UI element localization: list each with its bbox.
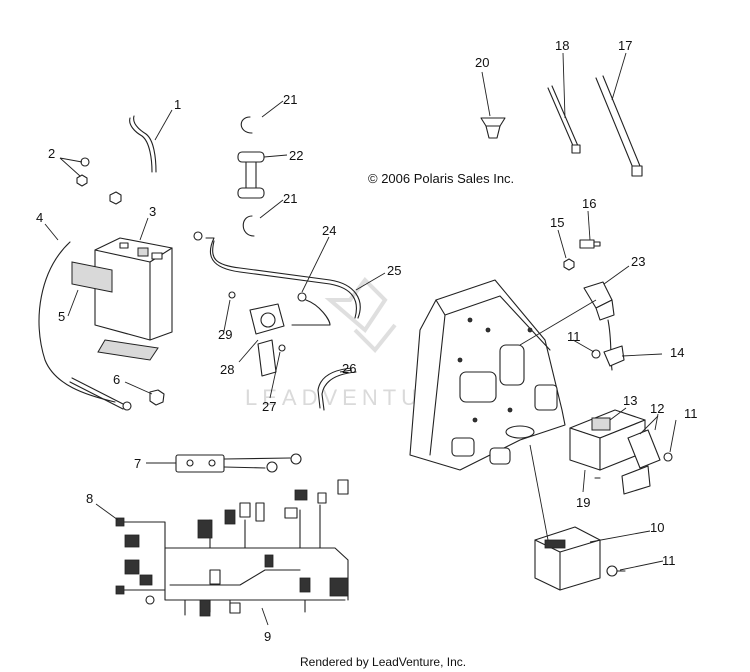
callout-28: 28 xyxy=(220,362,234,377)
callout-8: 8 xyxy=(86,491,93,506)
callout-20: 20 xyxy=(475,55,489,70)
part-7-fuse-block xyxy=(175,453,302,473)
callout-11-a: 11 xyxy=(567,329,581,344)
callout-17: 17 xyxy=(618,38,632,53)
callout-22: 22 xyxy=(289,148,303,163)
mount-plate xyxy=(409,279,566,471)
callout-21-b: 21 xyxy=(283,191,297,206)
callout-21-a: 21 xyxy=(283,92,297,107)
part-25-cable xyxy=(193,231,361,319)
watermark-logo xyxy=(324,276,397,353)
part-12-bracket xyxy=(627,429,661,469)
part-23-connector xyxy=(583,281,615,371)
callout-18: 18 xyxy=(555,38,569,53)
part-15-nut xyxy=(563,258,575,271)
callout-16: 16 xyxy=(582,196,596,211)
part-12-plate xyxy=(621,465,651,495)
part-6-cable xyxy=(69,377,165,411)
part-3-battery xyxy=(94,237,173,341)
part-14-clamp xyxy=(603,345,625,367)
callout-7: 7 xyxy=(134,456,141,471)
part-4-strap xyxy=(38,241,116,403)
callout-11-b: 11 xyxy=(684,406,698,421)
part-11-screw-c xyxy=(606,565,626,577)
callout-1: 1 xyxy=(174,97,181,112)
footer-credit: Rendered by LeadVenture, Inc. xyxy=(300,655,466,669)
part-1-cable xyxy=(129,115,157,173)
terminal-bolt xyxy=(109,191,122,205)
part-22-bracket xyxy=(237,151,265,199)
callout-14: 14 xyxy=(670,345,684,360)
callout-25: 25 xyxy=(387,263,401,278)
callout-2: 2 xyxy=(48,146,55,161)
callout-4: 4 xyxy=(36,210,43,225)
part-26-cable xyxy=(317,367,357,411)
part-11-screw-b xyxy=(663,452,673,462)
callout-13: 13 xyxy=(623,393,637,408)
part-24-nut xyxy=(297,292,307,302)
callout-labels: 1 2 3 4 5 6 7 8 9 10 11 11 11 12 13 14 1… xyxy=(36,38,698,644)
part-2-hardware xyxy=(76,157,90,187)
part-28-relay xyxy=(249,303,285,377)
callout-19: 19 xyxy=(576,495,590,510)
part-9-wiring-harness xyxy=(115,479,349,617)
part-17-tie xyxy=(595,75,643,177)
part-13-module xyxy=(569,409,646,471)
callout-6: 6 xyxy=(113,372,120,387)
part-21-clip-top xyxy=(240,116,253,134)
callout-10: 10 xyxy=(650,520,664,535)
callout-29: 29 xyxy=(218,327,232,342)
callout-15: 15 xyxy=(550,215,564,230)
callout-27: 27 xyxy=(262,399,276,414)
callout-23: 23 xyxy=(631,254,645,269)
callout-26: 26 xyxy=(342,361,356,376)
part-29-screw xyxy=(228,291,236,299)
callout-12: 12 xyxy=(650,401,664,416)
leader-lines xyxy=(44,52,677,626)
part-21-clip-bottom xyxy=(242,215,255,237)
callout-24: 24 xyxy=(322,223,336,238)
cable-segment xyxy=(291,299,331,326)
copyright-text: © 2006 Polaris Sales Inc. xyxy=(368,171,514,186)
callout-5: 5 xyxy=(58,309,65,324)
callout-9: 9 xyxy=(264,629,271,644)
part-27-screw xyxy=(278,344,286,352)
callout-11-c: 11 xyxy=(662,553,676,568)
part-5-pads xyxy=(71,261,159,361)
part-10-ecu xyxy=(534,526,601,591)
callout-3: 3 xyxy=(149,204,156,219)
part-20-push-clip xyxy=(480,117,506,139)
part-16-bolt xyxy=(579,239,601,249)
